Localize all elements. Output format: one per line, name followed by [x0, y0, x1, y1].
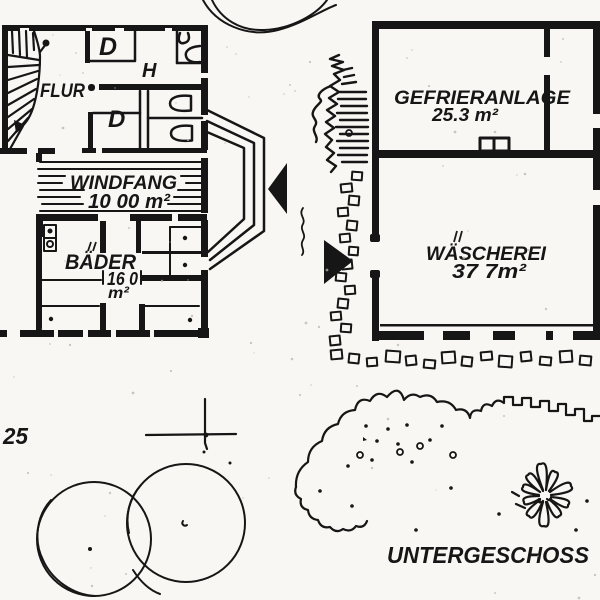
svg-text:UNTERGESCHOSS: UNTERGESCHOSS — [387, 542, 590, 568]
svg-text:m²: m² — [108, 285, 130, 302]
svg-text:25.3 m²: 25.3 m² — [431, 105, 499, 125]
svg-text:WINDFANG: WINDFANG — [70, 173, 177, 194]
svg-text:GEFRIERANLAGE: GEFRIERANLAGE — [394, 88, 571, 109]
svg-text:FLUR: FLUR — [40, 81, 85, 102]
svg-text:10 00 m²: 10 00 m² — [88, 191, 171, 213]
svg-text:BÄDER: BÄDER — [65, 251, 137, 274]
svg-text:25: 25 — [2, 423, 29, 449]
svg-text:H: H — [142, 60, 157, 82]
svg-text:D: D — [108, 106, 125, 133]
svg-text:D: D — [99, 33, 117, 61]
svg-text:WÄSCHEREI: WÄSCHEREI — [426, 244, 547, 265]
svg-text:16 0: 16 0 — [107, 269, 138, 289]
svg-text:37 7m²: 37 7m² — [452, 261, 528, 283]
